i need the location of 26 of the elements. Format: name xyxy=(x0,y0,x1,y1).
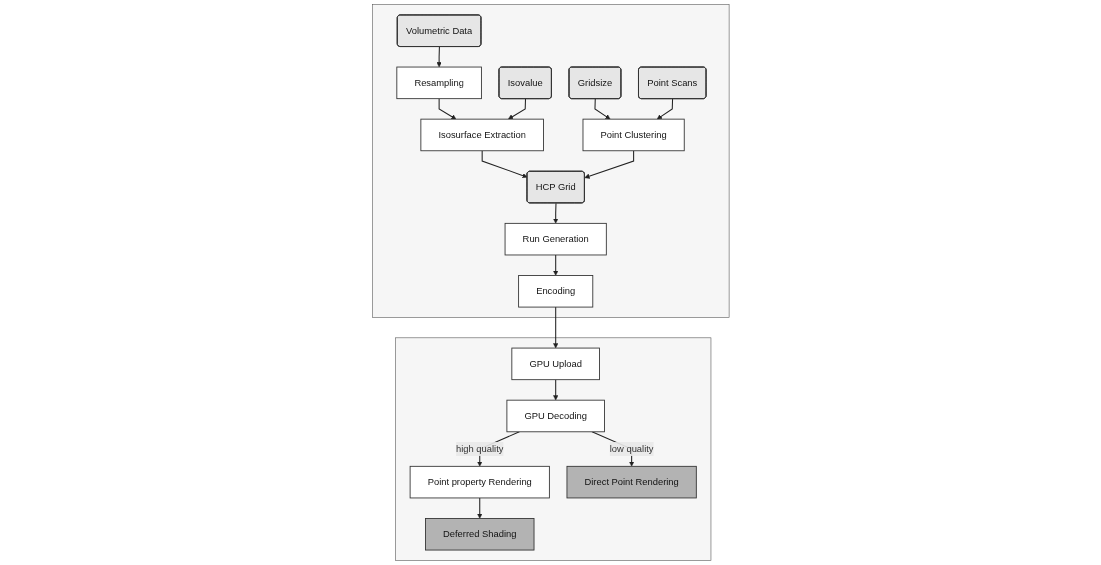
edge-label: low quality xyxy=(609,443,654,454)
cluster xyxy=(372,4,729,318)
arrow xyxy=(552,379,558,401)
node-box: Run Generation xyxy=(504,222,607,256)
node-box: Point Clustering xyxy=(582,118,685,152)
arrow xyxy=(481,150,528,179)
arrow xyxy=(476,497,482,519)
arrow xyxy=(594,98,610,120)
node-box: Resampling xyxy=(396,66,482,100)
cluster xyxy=(394,337,711,561)
arrow xyxy=(552,306,558,349)
arrow xyxy=(584,150,634,179)
node-box: Direct Point Rendering xyxy=(566,465,697,499)
node-box: Encoding xyxy=(517,275,593,308)
node-box: Isosurface Extraction xyxy=(420,118,544,152)
node-box: GPU Decoding xyxy=(506,399,605,433)
arrow xyxy=(552,202,558,224)
arrow xyxy=(438,98,456,120)
arrow xyxy=(656,98,673,120)
arrow xyxy=(507,98,526,120)
node-box: Deferred Shading xyxy=(424,518,535,551)
edge-label: high quality xyxy=(455,443,504,454)
node-box: GPU Upload xyxy=(511,347,600,381)
node-box: Point property Rendering xyxy=(409,465,550,499)
arrow xyxy=(552,254,558,276)
arrow xyxy=(436,46,442,68)
